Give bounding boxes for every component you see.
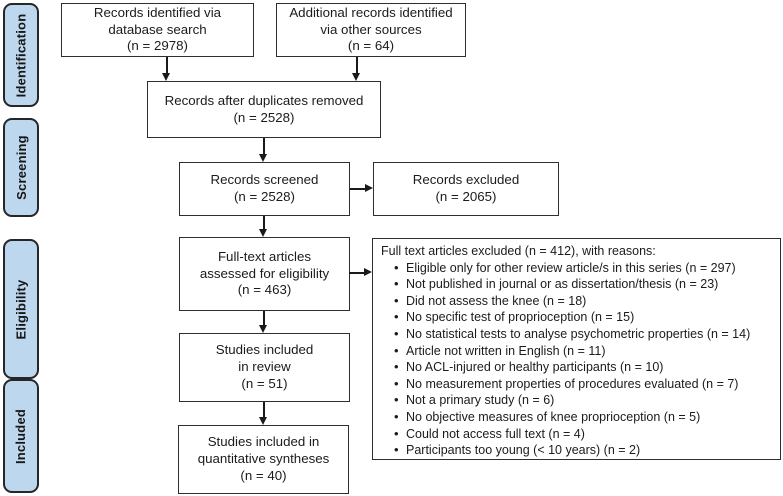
box-line: (n = 51) xyxy=(241,375,288,391)
box-fulltext-excluded-reasons: Full text articles excluded (n = 412), w… xyxy=(372,238,781,460)
exclusion-reason: Eligible only for other review article/s… xyxy=(381,260,776,277)
box-line: Full-text articles xyxy=(217,248,312,264)
box-line: Studies included xyxy=(215,342,314,358)
exclusion-reason: Did not assess the knee (n = 18) xyxy=(381,293,776,310)
arrow-duplicates-to-screened xyxy=(260,138,266,162)
exclusion-reason: No objective measures of knee propriocep… xyxy=(381,409,776,426)
box-line: via other sources xyxy=(320,21,422,37)
box-records-screened: Records screened (n = 2528) xyxy=(179,162,350,216)
box-line: Records after duplicates removed xyxy=(164,92,364,108)
stage-screening-label: Screening xyxy=(13,135,29,200)
arrow-fulltext-to-review xyxy=(260,311,266,333)
box-line: (n = 2978) xyxy=(127,38,188,54)
box-additional-records-other-sources: Additional records identified via other … xyxy=(276,3,466,57)
box-line: database search xyxy=(108,21,207,37)
stage-eligibility-label: Eligibility xyxy=(13,279,29,339)
box-line: Records identified via xyxy=(93,4,222,20)
box-line: (n = 2528) xyxy=(233,109,295,125)
box-line: Records screened xyxy=(210,172,319,188)
exclusion-reason: Participants too young (< 10 years) (n =… xyxy=(381,442,776,459)
arrow-review-to-quantitative xyxy=(260,402,266,425)
stage-screening: Screening xyxy=(3,118,39,217)
arrow-othersources-to-duplicates xyxy=(353,57,359,81)
box-line: Studies included in xyxy=(207,434,320,450)
box-fulltext-assessed-eligibility: Full-text articles assessed for eligibil… xyxy=(179,237,350,311)
box-line: in review xyxy=(238,359,291,375)
box-line: quantitative syntheses xyxy=(197,451,330,467)
box-line: assessed for eligibility xyxy=(199,265,330,281)
exclusion-reason: No ACL-injured or healthy participants (… xyxy=(381,359,776,376)
box-line: (n = 463) xyxy=(237,282,292,298)
exclusion-title: Full text articles excluded (n = 412), w… xyxy=(381,244,656,258)
arrow-screened-to-fulltext xyxy=(260,216,266,237)
stage-identification-label: Identification xyxy=(13,13,29,97)
arrow-fulltext-to-exclusion-reasons xyxy=(349,269,372,275)
box-line: (n = 64) xyxy=(347,38,395,54)
box-line: Records excluded xyxy=(412,172,520,188)
stage-included-label: Included xyxy=(13,408,29,464)
stage-eligibility: Eligibility xyxy=(3,239,39,379)
arrow-screened-to-excluded xyxy=(350,185,373,191)
exclusion-reason-list: Eligible only for other review article/s… xyxy=(381,260,776,459)
box-line: Additional records identified xyxy=(289,4,453,20)
box-line: (n = 40) xyxy=(240,467,287,483)
stage-included: Included xyxy=(3,379,39,493)
exclusion-reason: Not published in journal or as dissertat… xyxy=(381,276,776,293)
box-records-excluded: Records excluded (n = 2065) xyxy=(373,162,559,216)
box-studies-included-quantitative-syntheses: Studies included in quantitative synthes… xyxy=(178,425,349,494)
box-studies-included-review: Studies included in review (n = 51) xyxy=(179,333,350,402)
box-line: (n = 2528) xyxy=(234,189,295,204)
exclusion-reason: No statistical tests to analyse psychome… xyxy=(381,326,776,343)
box-records-after-duplicates-removed: Records after duplicates removed (n = 25… xyxy=(147,81,381,138)
arrow-database-to-duplicates xyxy=(163,57,169,81)
box-records-identified-database: Records identified via database search (… xyxy=(61,3,254,57)
exclusion-reason: Article not written in English (n = 11) xyxy=(381,343,776,360)
exclusion-reason: No measurement properties of procedures … xyxy=(381,376,776,393)
box-line: (n = 2065) xyxy=(435,189,497,204)
exclusion-reason: Could not access full text (n = 4) xyxy=(381,426,776,443)
exclusion-reason: Not a primary study (n = 6) xyxy=(381,392,776,409)
exclusion-reason: No specific test of proprioception (n = … xyxy=(381,309,776,326)
stage-identification: Identification xyxy=(3,3,39,107)
